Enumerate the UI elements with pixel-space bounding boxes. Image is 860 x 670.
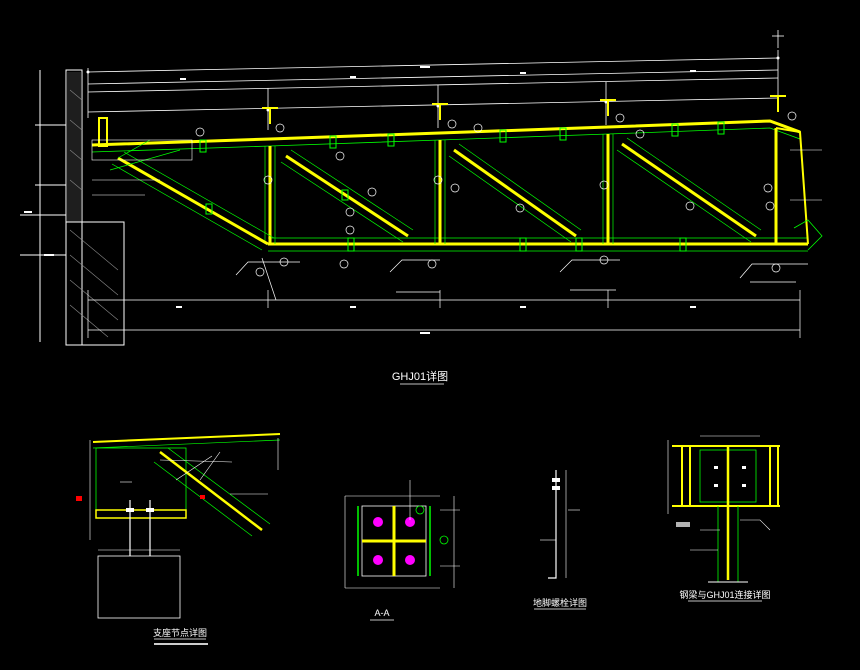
anchor-bolts xyxy=(373,517,415,565)
support-column xyxy=(20,69,125,346)
section-aa-caption: A-A xyxy=(374,608,389,618)
support-node-detail xyxy=(76,433,281,619)
top-chord xyxy=(91,119,801,153)
anchor-bolt-detail xyxy=(540,470,580,579)
diagonal-members xyxy=(117,142,757,246)
vertical-members xyxy=(268,128,778,244)
left-support-plate xyxy=(91,117,193,196)
beam-connection-detail xyxy=(667,435,780,583)
top-dimension-lines xyxy=(87,30,784,130)
bottom-chord xyxy=(268,237,808,252)
dimension-text-marks xyxy=(24,66,696,334)
anchor-bolt-caption: 地脚螺栓详图 xyxy=(533,597,587,608)
connection-caption: 钢梁与GHJ01连接详图 xyxy=(679,589,770,600)
chord-splice-plates xyxy=(199,121,725,252)
vertical-top-tags xyxy=(262,95,786,124)
diagonal-member-edges xyxy=(109,137,762,251)
right-end-node xyxy=(775,127,823,251)
truss-elevation xyxy=(20,30,823,346)
top-dimension-ticks xyxy=(86,56,780,112)
member-callouts xyxy=(195,111,797,277)
main-view-caption: GHJ01详图 xyxy=(392,369,448,383)
bottom-dimension-lines xyxy=(87,257,808,338)
support-node-caption: 支座节点详图 xyxy=(153,627,207,638)
section-aa-detail xyxy=(344,480,460,589)
